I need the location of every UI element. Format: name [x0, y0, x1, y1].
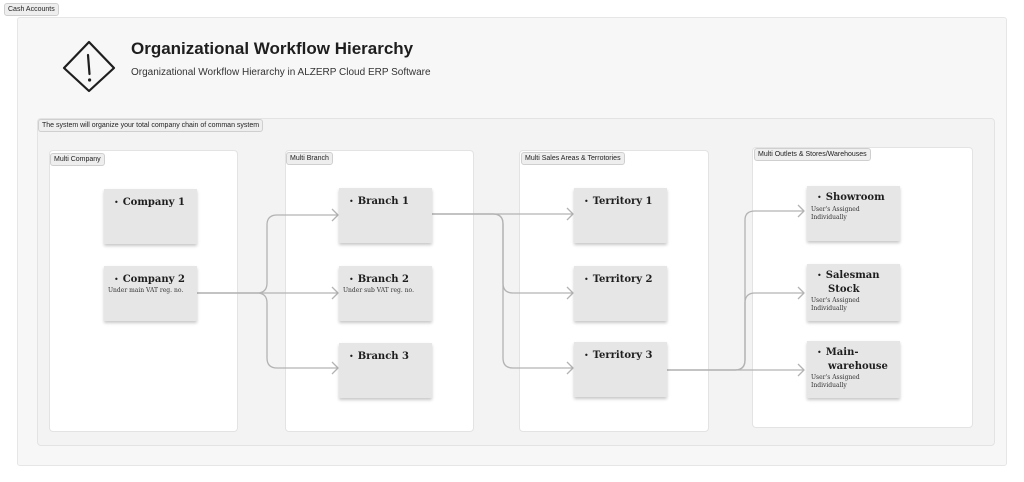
system-label: The system will organize your total comp… [38, 119, 264, 132]
card-label: Branch 2 [357, 274, 409, 285]
card-label: Territory 1 [592, 196, 653, 207]
territory-2-card[interactable]: •Territory 2 [574, 266, 667, 321]
card-label-line2: Stock [828, 284, 860, 295]
branch-2-card[interactable]: •Branch 2 Under sub VAT reg. no. [339, 266, 432, 321]
card-label: Showroom [825, 192, 885, 203]
card-note-line2: Individually [811, 214, 847, 221]
card-label: Territory 2 [592, 274, 653, 285]
branch-1-card[interactable]: •Branch 1 [339, 188, 432, 243]
company-2-card[interactable]: •Company 2 Under main VAT reg. no. [104, 266, 197, 321]
main-warehouse-card[interactable]: •Main- warehouse User's Assigned Individ… [807, 341, 900, 398]
column-label-outlets: Multi Outlets & Stores/Warehouses [754, 148, 871, 161]
card-label: Company 2 [122, 274, 185, 285]
bullet-icon: • [114, 275, 119, 284]
page-tag[interactable]: Cash Accounts [4, 3, 59, 16]
bullet-icon: • [584, 197, 589, 206]
card-label-line2: warehouse [828, 361, 888, 372]
bullet-icon: • [817, 271, 822, 280]
card-label: Company 1 [122, 197, 185, 208]
card-label-line1: Main- [825, 347, 859, 358]
company-1-card[interactable]: •Company 1 [104, 189, 197, 244]
card-label: Territory 3 [592, 350, 653, 361]
card-note-line1: User's Assigned [811, 297, 860, 304]
warning-icon [62, 40, 116, 93]
bullet-icon: • [584, 351, 589, 360]
territory-3-card[interactable]: •Territory 3 [574, 342, 667, 397]
bullet-icon: • [349, 197, 354, 206]
column-label-branch: Multi Branch [286, 152, 333, 165]
card-note: Under main VAT reg. no. [108, 287, 184, 294]
bullet-icon: • [349, 352, 354, 361]
card-note: Under sub VAT reg. no. [343, 287, 414, 294]
bullet-icon: • [817, 193, 822, 202]
column-label-company: Multi Company [50, 153, 105, 166]
card-label: Branch 1 [357, 196, 409, 207]
page-title: Organizational Workflow Hierarchy [131, 39, 414, 58]
card-note-line1: User's Assigned [811, 374, 860, 381]
bullet-icon: • [349, 275, 354, 284]
salesman-stock-card[interactable]: •Salesman Stock User's Assigned Individu… [807, 264, 900, 321]
page-subtitle: Organizational Workflow Hierarchy in ALZ… [131, 67, 431, 78]
territory-1-card[interactable]: •Territory 1 [574, 188, 667, 243]
card-note-line2: Individually [811, 305, 847, 312]
bullet-icon: • [817, 348, 822, 357]
card-note-line1: User's Assigned [811, 206, 860, 213]
column-label-territory: Multi Sales Areas & Terrotories [521, 152, 625, 165]
card-note-line2: Individually [811, 382, 847, 389]
branch-3-card[interactable]: •Branch 3 [339, 343, 432, 398]
showroom-card[interactable]: •Showroom User's Assigned Individually [807, 186, 900, 241]
bullet-icon: • [584, 275, 589, 284]
card-label-line1: Salesman [825, 270, 880, 281]
card-label: Branch 3 [357, 351, 409, 362]
bullet-icon: • [114, 198, 119, 207]
